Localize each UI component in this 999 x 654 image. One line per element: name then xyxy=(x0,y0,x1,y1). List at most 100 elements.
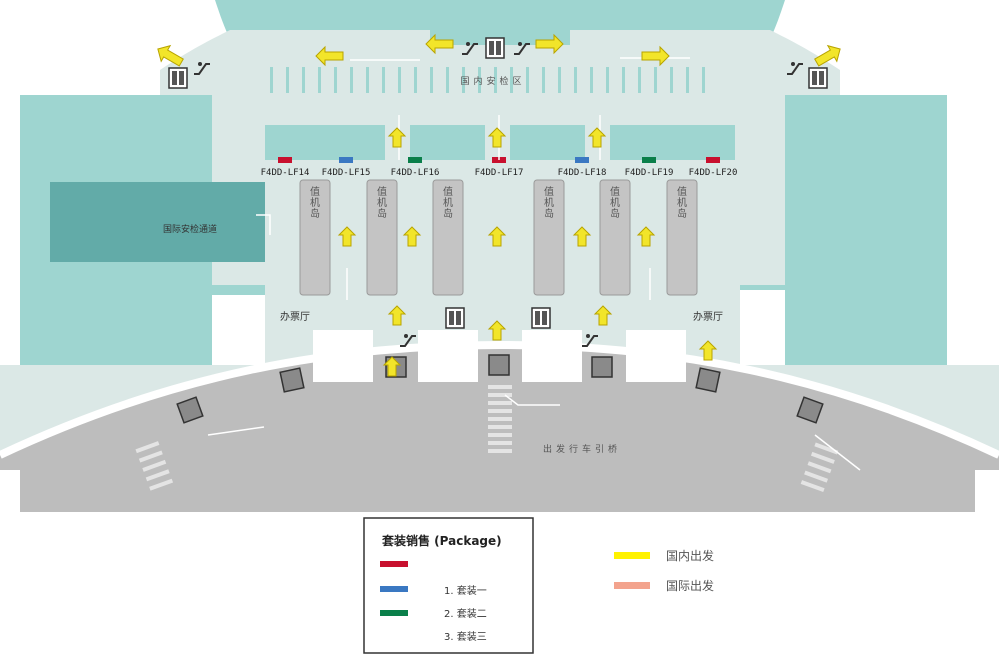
departure-road-label: 出发行车引桥 xyxy=(543,443,621,455)
intl-security-label: 国际安检通道 xyxy=(163,223,217,235)
curb-block-1 xyxy=(313,330,373,382)
domestic-label: 国内出发 xyxy=(666,548,714,563)
slot-label: F4DD-LF17 xyxy=(475,168,524,178)
intl-security-corridor xyxy=(50,182,265,262)
left-lower-water xyxy=(20,295,212,365)
security-lane xyxy=(670,67,673,93)
flow-arrows xyxy=(207,57,861,471)
checkin-island-label: 机 xyxy=(610,196,620,209)
curb-block-4 xyxy=(626,330,686,382)
package-slots: F4DD-LF14 F4DD-LF15 F4DD-LF16 F4DD-LF17 F4DD… xyxy=(261,157,738,178)
checkin-island: 值机岛 xyxy=(432,179,464,296)
elevator-icon xyxy=(485,37,505,59)
international-swatch xyxy=(614,582,650,589)
security-lane xyxy=(558,67,561,93)
security-lane xyxy=(654,67,657,93)
slot-marker xyxy=(575,157,589,163)
legend-item-1: 1. 套装一 xyxy=(444,584,487,597)
security-lane xyxy=(686,67,689,93)
slot-label: F4DD-LF18 xyxy=(558,168,607,178)
security-lane xyxy=(494,67,497,93)
security-lane xyxy=(542,67,545,93)
international-label: 国际出发 xyxy=(666,578,714,593)
checkin-island-label: 值 xyxy=(377,185,387,198)
curb-block-2 xyxy=(418,330,478,382)
security-lane xyxy=(350,67,353,93)
slot-marker xyxy=(642,157,656,163)
checkin-island: 值机岛 xyxy=(599,179,631,296)
entrance-doors xyxy=(176,354,824,424)
security-lane xyxy=(526,67,529,93)
ticket-hall-right: 办票厅 xyxy=(693,310,723,323)
security-lane xyxy=(638,67,641,93)
legend-item-2: 2. 套装二 xyxy=(444,607,487,620)
checkin-island: 值机岛 xyxy=(366,179,398,296)
legend-box xyxy=(363,517,534,654)
checkin-island-label: 机 xyxy=(443,196,453,209)
security-lanes xyxy=(270,67,705,93)
legend-swatch-red xyxy=(380,561,408,567)
slot-label: F4DD-LF14 xyxy=(261,168,310,178)
checkin-island-label: 机 xyxy=(310,196,320,209)
checkin-island-label: 值 xyxy=(310,185,320,198)
checkin-island: 值机岛 xyxy=(299,179,331,296)
checkin-island-label: 机 xyxy=(544,196,554,209)
elevator-icon xyxy=(168,67,188,89)
checkin-island-label: 值 xyxy=(610,185,620,198)
crosswalks xyxy=(135,385,839,493)
security-lane xyxy=(318,67,321,93)
slot-label: F4DD-LF16 xyxy=(391,168,440,178)
checkin-island-label: 岛 xyxy=(310,207,320,220)
security-lane xyxy=(414,67,417,93)
elevator-icon xyxy=(808,67,828,89)
slot-label: F4DD-LF15 xyxy=(322,168,371,178)
elevator-icon xyxy=(445,307,465,329)
elevator-icon xyxy=(531,307,551,329)
security-lane xyxy=(270,67,273,93)
security-lane xyxy=(366,67,369,93)
security-lane xyxy=(382,67,385,93)
security-lane xyxy=(606,67,609,93)
legend-swatch-blue xyxy=(380,586,408,592)
security-lane xyxy=(510,67,513,93)
checkin-island: 值机岛 xyxy=(533,179,565,296)
legend-swatch-green xyxy=(380,610,408,616)
security-hall xyxy=(265,95,735,130)
slot-marker xyxy=(408,157,422,163)
checkin-island-label: 值 xyxy=(443,185,453,198)
legend-item-3: 3. 套装三 xyxy=(444,630,487,643)
security-lane xyxy=(622,67,625,93)
security-lane xyxy=(430,67,433,93)
security-lane xyxy=(446,67,449,93)
security-lane xyxy=(302,67,305,93)
security-lane xyxy=(574,67,577,93)
checkin-island-label: 岛 xyxy=(443,207,453,220)
domestic-swatch xyxy=(614,552,650,559)
checkin-island-label: 岛 xyxy=(677,207,687,220)
security-lane xyxy=(334,67,337,93)
security-lane xyxy=(478,67,481,93)
checkin-island-label: 值 xyxy=(677,185,687,198)
slot-marker xyxy=(339,157,353,163)
ticket-hall-left: 办票厅 xyxy=(280,310,310,323)
checkin-island-label: 岛 xyxy=(610,207,620,220)
checkin-island-label: 岛 xyxy=(544,207,554,220)
slot-marker xyxy=(278,157,292,163)
slot-marker xyxy=(706,157,720,163)
right-lower-water xyxy=(785,290,947,365)
security-lane xyxy=(462,67,465,93)
checkin-island-label: 值 xyxy=(544,185,554,198)
curb-line xyxy=(0,340,999,459)
checkin-island: 值机岛 xyxy=(666,179,698,296)
checkin-island-label: 机 xyxy=(377,196,387,209)
domestic-security-label: 国内安检区 xyxy=(460,75,525,87)
security-lane xyxy=(398,67,401,93)
checkin-island-label: 岛 xyxy=(377,207,387,220)
slot-label: F4DD-LF20 xyxy=(689,168,738,178)
slot-label: F4DD-LF19 xyxy=(625,168,674,178)
checkin-island-label: 机 xyxy=(677,196,687,209)
curb-block-3 xyxy=(522,330,582,382)
security-lane xyxy=(286,67,289,93)
